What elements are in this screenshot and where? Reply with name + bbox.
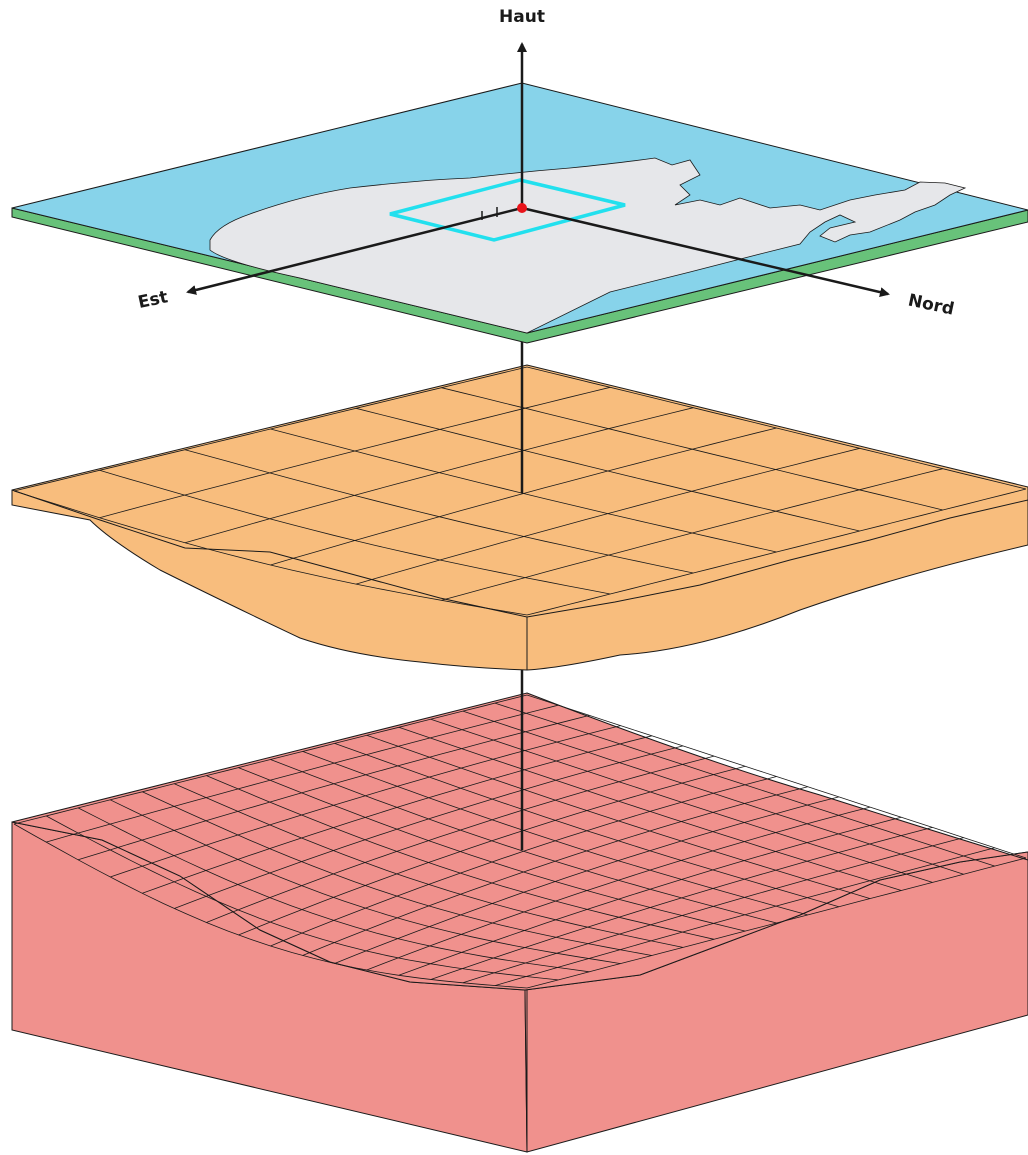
up-axis-label: Haut	[499, 7, 545, 27]
bottom-mesh-line	[45, 815, 559, 981]
bottom-mesh-line	[142, 791, 652, 956]
middle-layer-body	[11, 364, 1028, 671]
origin-point	[517, 203, 527, 213]
bottom-layer-mesh	[13, 694, 1027, 989]
middle-mesh-line	[99, 469, 611, 595]
middle-layer	[11, 364, 1028, 671]
middle-mesh-line	[526, 488, 1027, 616]
east-axis-label: Est	[136, 287, 169, 313]
bottom-mesh-line	[174, 783, 683, 948]
bottom-mesh-line	[430, 827, 933, 980]
bottom-mesh-line	[398, 816, 902, 976]
north-axis-arrow	[521, 206, 890, 298]
bottom-mesh-line	[526, 857, 1027, 989]
bottom-mesh-line	[494, 847, 995, 986]
bottom-mesh-line	[206, 775, 715, 940]
east-axis-arrow	[186, 206, 523, 295]
selection-rectangle	[389, 178, 626, 242]
north-axis-label: Nord	[906, 290, 956, 319]
map-land-area	[209, 157, 967, 334]
bottom-mesh-line	[270, 759, 777, 924]
bottom-layer	[11, 692, 1028, 1153]
bottom-mesh-line	[110, 799, 621, 964]
bottom-mesh-line	[238, 767, 746, 932]
bottom-mesh-line	[334, 796, 839, 964]
bottom-mesh-line	[366, 806, 871, 971]
bottom-mesh-line	[462, 837, 964, 984]
middle-mesh-line	[13, 490, 528, 616]
bottom-mesh-line	[302, 786, 808, 956]
bottom-mesh-line	[13, 823, 528, 989]
bottom-mesh-line	[77, 807, 590, 973]
middle-layer-mesh	[13, 366, 1027, 616]
